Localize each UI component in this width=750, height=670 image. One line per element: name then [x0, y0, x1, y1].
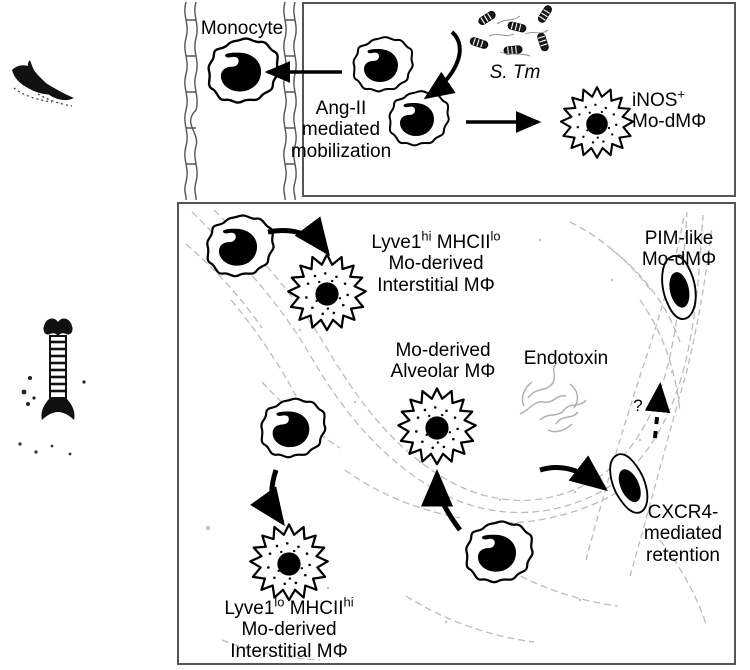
inos-macrophage-label: iNOS+ Mo-dMΦ — [632, 86, 744, 133]
vessel-wall-left — [184, 1, 198, 201]
cxcr4-retention-label: CXCR4- mediated retention — [630, 502, 736, 566]
lyve1lo-line-3: Interstitial MΦ — [230, 640, 348, 662]
lyve1lo-text-b: MHCII — [284, 598, 344, 619]
monocyte-top-left — [206, 214, 275, 278]
cxcr4-line-1: CXCR4- — [647, 502, 719, 523]
bone-marrow-sketch — [12, 60, 74, 107]
lyve1hi-mhciilo-label: Lyve1hi MHCIIlo Mo-derived Interstitial … — [348, 228, 524, 296]
ang-ii-mobilization-label: Ang-II mediated mobilization — [281, 98, 401, 162]
inos-plus-sup: + — [677, 86, 685, 102]
lyve1lo-mhciihi-label: Lyve1lo MHCIIhi Mo-derived Interstitial … — [200, 594, 378, 662]
s-tm-bacteria-cluster — [468, 3, 554, 57]
alveolar-line-2: Alveolar MΦ — [390, 361, 496, 383]
inos-macrophage — [559, 86, 635, 159]
s-tm-label: S. Tm — [489, 62, 541, 83]
monocyte-vessel — [207, 37, 280, 104]
endotoxin-label: Endotoxin — [523, 348, 609, 369]
arrow-bacteria-to-monocyte — [423, 30, 462, 100]
pim-line-1: PIM-like — [644, 228, 714, 249]
interstitial-mac-lo — [249, 523, 329, 602]
cxcr4-line-3: retention — [646, 544, 720, 566]
vessel-wall-right — [283, 1, 297, 201]
lyve1lo-line-2: Mo-derived — [241, 619, 337, 641]
lyve1hi-text-b: MHCII — [431, 232, 491, 253]
monocyte-mid-left — [260, 397, 327, 459]
arrow-to-interstitial-hi — [267, 216, 331, 256]
lyve1lo-text-a: Lyve1 — [224, 598, 275, 619]
cxcr4-line-2: mediated — [643, 523, 723, 545]
ang-ii-line-1: Ang-II — [315, 98, 367, 119]
arrow-to-pim — [644, 382, 671, 439]
alveolar-macrophage-label: Mo-derived Alveolar MΦ — [378, 340, 508, 383]
ang-ii-line-2: mediated — [301, 119, 381, 141]
alveolar-macrophage — [397, 387, 477, 466]
lyve1hi-text-a: Lyve1 — [371, 232, 422, 253]
top-panel-border — [302, 2, 736, 197]
bottom-panel-border — [177, 202, 736, 665]
lyve1hi-sup-a: hi — [421, 228, 432, 244]
arrow-endotoxin-to-capillary — [539, 455, 608, 492]
alveolar-line-1: Mo-derived — [395, 340, 491, 361]
lyve1hi-line-3: Interstitial MΦ — [377, 274, 495, 296]
lyve1hi-sup-b: lo — [490, 228, 501, 244]
inos-line-2: Mo-dMΦ — [632, 111, 707, 133]
pim-line-2: Mo-dMΦ — [641, 249, 717, 271]
arrow-to-alveolar — [421, 469, 463, 532]
trachea-lung-sketch — [18, 318, 86, 456]
pim-like-label: PIM-like Mo-dMΦ — [622, 228, 736, 271]
arrow-to-interstitial-lo — [250, 469, 285, 527]
inos-line-1: iNOS+ — [632, 86, 744, 111]
lyve1lo-line-1: Lyve1lo MHCIIhi — [200, 594, 378, 619]
lyve1lo-sup-b: hi — [343, 594, 354, 610]
endotoxin-glyph — [519, 363, 587, 433]
question-mark-label: ? — [633, 396, 643, 415]
inos-text: iNOS — [632, 90, 678, 111]
lyve1hi-line-2: Mo-derived — [388, 253, 484, 275]
lyve1lo-sup-a: lo — [274, 594, 285, 610]
monocyte-upper — [352, 36, 414, 93]
ang-ii-line-3: mobilization — [290, 140, 392, 162]
monocyte-label: Monocyte — [200, 18, 284, 39]
lyve1hi-line-1: Lyve1hi MHCIIlo — [348, 228, 524, 253]
monocyte-bottom-center — [465, 520, 534, 584]
